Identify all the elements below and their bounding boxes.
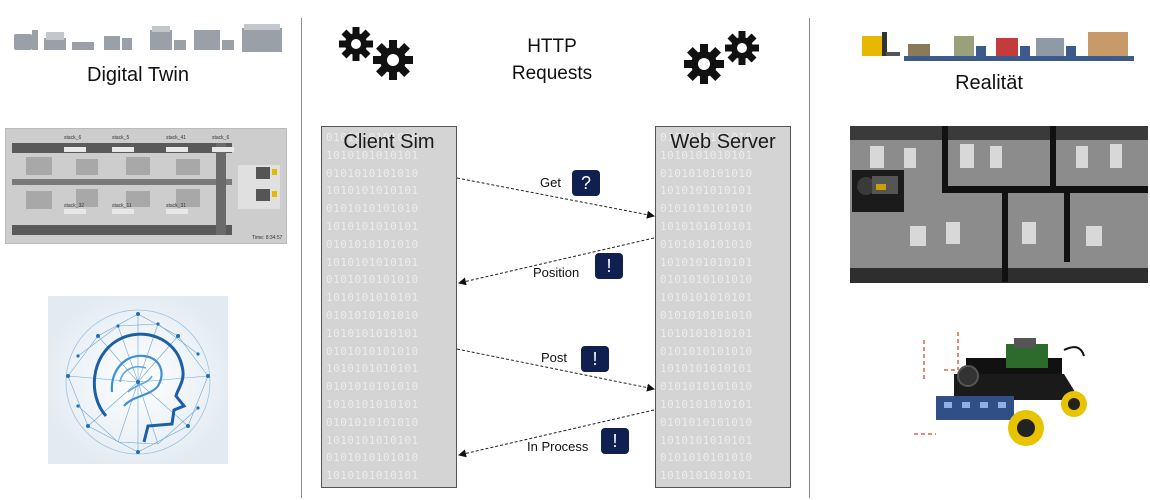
- exclamation-badge-icon: !: [595, 253, 623, 279]
- svg-text:stack_32: stack_32: [64, 203, 84, 209]
- message-label-get: Get: [540, 175, 561, 190]
- real-warehouse-photo: [850, 126, 1148, 283]
- forklift-pallet-row-gray: [14, 24, 282, 52]
- forklift-pallet-row-color: [862, 32, 1134, 61]
- gears-left-icon: [339, 27, 413, 80]
- svg-text:Time: 8:34:57: Time: 8:34:57: [252, 235, 283, 241]
- gears-right-icon: [684, 31, 759, 84]
- divider-right: [809, 18, 810, 498]
- ai-brain-network-image: [48, 296, 228, 464]
- robot-car-image: [914, 332, 1087, 446]
- arrow-in-process: [458, 409, 655, 458]
- message-label-position: Position: [533, 265, 580, 280]
- web-server-label: Web Server: [670, 131, 776, 153]
- arrow-post: [456, 348, 655, 392]
- message-label-in-process: In Process: [527, 439, 589, 454]
- message-label-post: Post: [541, 350, 568, 365]
- web-server-box: 0101010101010 1010101010101 010101010101…: [655, 126, 791, 488]
- svg-text:stack_11: stack_11: [112, 203, 132, 209]
- client-sim-label: Client Sim: [343, 131, 435, 153]
- exclamation-badge-icon: !: [581, 346, 609, 372]
- arrow-get: [456, 177, 655, 219]
- exclamation-badge-icon: !: [601, 428, 629, 454]
- svg-text:stack_6: stack_6: [212, 135, 229, 141]
- svg-text:stack_41: stack_41: [166, 135, 186, 141]
- digital-twin-title: Digital Twin: [87, 64, 189, 86]
- client-sim-box: 0101010101010 1010101010101 010101010101…: [321, 126, 457, 488]
- arrow-position: [458, 237, 655, 286]
- binary-pattern: 0101010101010 1010101010101 010101010101…: [326, 131, 419, 487]
- question-badge-icon: ?: [572, 170, 600, 196]
- digital-twin-sim-screenshot: stack_6 stack_5 stack_41 stack_6 stack_32 s…: [5, 128, 287, 244]
- divider-left: [301, 18, 302, 498]
- svg-text:stack_5: stack_5: [112, 135, 129, 141]
- realitaet-title: Realität: [955, 72, 1023, 94]
- binary-pattern: 0101010101010 1010101010101 010101010101…: [660, 131, 753, 487]
- svg-text:stack_31: stack_31: [166, 203, 186, 209]
- svg-text:stack_6: stack_6: [64, 135, 81, 141]
